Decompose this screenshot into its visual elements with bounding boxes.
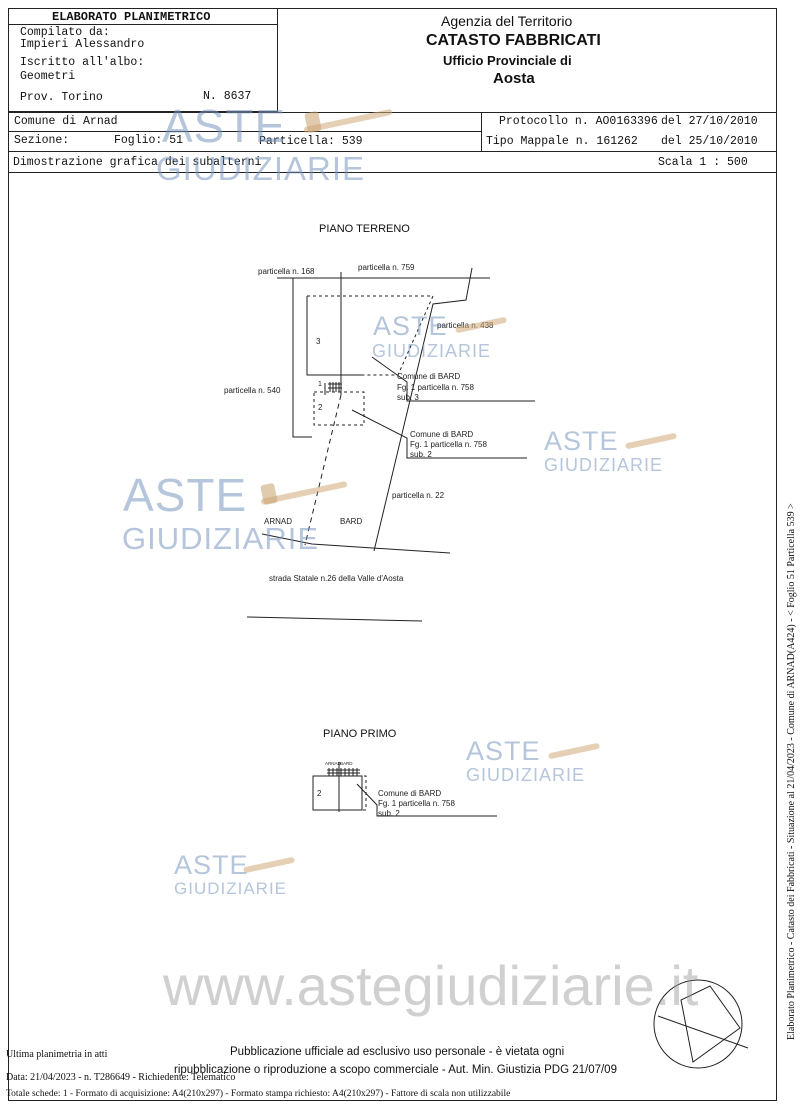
sub2-line-1: Comune di BARD [410,430,473,439]
dimostrazione: Dimostrazione grafica dei subalterni [13,156,262,169]
form-title: ELABORATO PLANIMETRICO [52,10,211,24]
footer-pubblicazione-1: Pubblicazione ufficiale ad esclusivo uso… [230,1046,565,1058]
province: Prov. Torino [20,91,103,104]
sub3-line-1: Comune di BARD [397,372,460,381]
foglio: Foglio: 51 [114,134,184,147]
sub3-line-2: Fg. 1 particella n. 758 [397,383,474,392]
scala: Scala 1 : 500 [658,156,748,169]
unit-2-number: 2 [318,403,323,412]
piano-primo-title: PIANO PRIMO [323,728,397,740]
sub2-line-2: Fg. 1 particella n. 758 [410,440,487,449]
footer-ultima: Ultima planimetria in atti [6,1049,108,1060]
footer-pubblicazione-2: ripubblicazione o riproduzione a scopo c… [174,1064,617,1076]
site-watermark: www.astegiudiziarie.it [163,954,699,1017]
label-bard: BARD [340,517,362,526]
agency-line-1: Agenzia del Territorio [441,13,573,29]
comune: Comune di Arnad [14,115,118,128]
agency-line-2: CATASTO FABBRICATI [426,32,601,49]
pp-bard: BARD [340,761,353,766]
sub2-line-3: sub. 2 [410,450,432,459]
footer-data-line: Data: 21/04/2023 - n. T286649 - Richiede… [6,1072,236,1083]
registered-label: Iscritto all'albo: [20,56,145,69]
protocollo-date: del 27/10/2010 [661,115,758,128]
piano-terreno-title: PIANO TERRENO [319,223,410,235]
particella: Particella: 539 [259,135,363,148]
page-frame [8,8,777,1101]
info-mid-line [8,131,481,132]
info-divider [481,112,482,151]
pp-arnad: ARNAD [325,761,342,766]
pp-line-2: Fg. 1 particella n. 758 [378,799,455,808]
registered-value: Geometri [20,70,76,83]
label-strada: strada Statale n.26 della Valle d'Aosta [269,574,404,583]
label-particella-168: particella n. 168 [258,267,315,276]
unit-1-number: 1 [318,381,322,388]
registration-number: N. 8637 [203,90,252,103]
header-title-divider [8,24,278,25]
dimostrazione-line [8,172,777,173]
pp-unit-2: 2 [317,789,322,798]
side-vertical-text: Elaborato Planimetrico - Catasto dei Fab… [786,503,797,1040]
tipo-mappale: Tipo Mappale n. 161262 [486,135,638,148]
sub3-line-3: sub. 3 [397,393,419,402]
agency-line-3: Ufficio Provinciale di [443,53,572,68]
sezione-label: Sezione: [14,134,70,147]
tipo-mappale-date: del 25/10/2010 [661,135,758,148]
footer-totale-line: Totale schede: 1 - Formato di acquisizio… [6,1089,511,1099]
info-top-line [8,112,777,113]
agency-line-4: Aosta [493,70,535,87]
compiled-by-label: Compilato da: [20,26,110,39]
info-bottom-line [8,151,777,152]
unit-3-number: 3 [316,337,321,346]
pp-line-3: sub. 2 [378,809,400,818]
label-particella-759: particella n. 759 [358,263,415,272]
protocollo: Protocollo n. AO0163396 [499,115,658,128]
label-particella-540: particella n. 540 [224,386,281,395]
pp-line-1: Comune di BARD [378,789,441,798]
label-particella-22: particella n. 22 [392,491,445,500]
header-left-box [8,8,278,112]
compiled-by-name: Impieri Alessandro [20,38,145,51]
label-arnad: ARNAD [264,517,292,526]
